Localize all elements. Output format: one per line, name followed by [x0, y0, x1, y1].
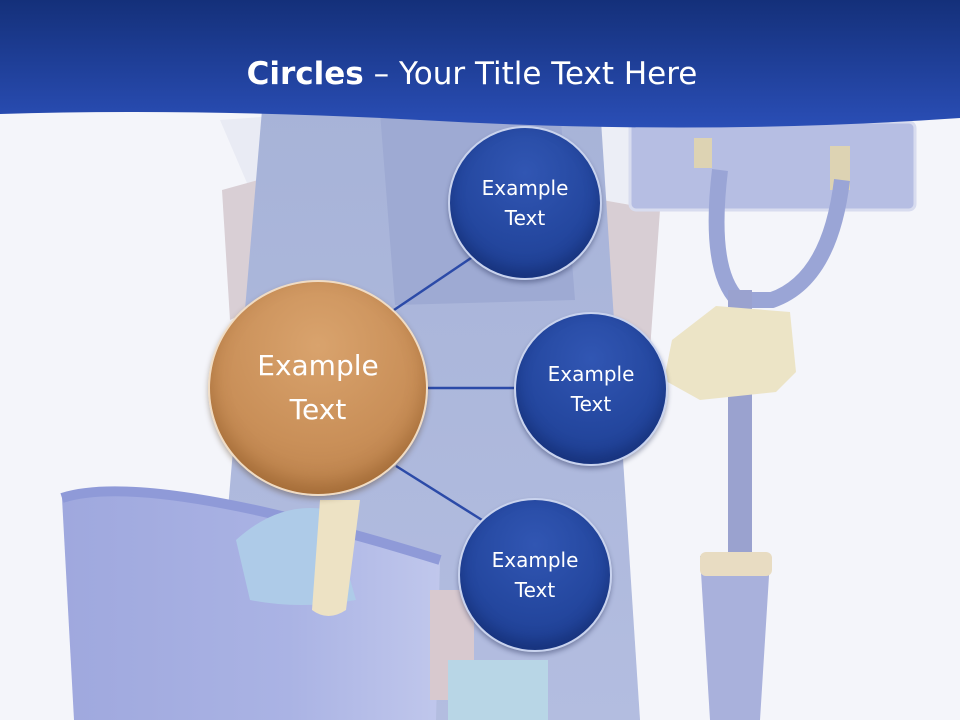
slide-title: Circles – Your Title Text Here: [0, 52, 944, 96]
satellite-circle-bottom: Example Text: [458, 498, 612, 652]
slide-title-rest: – Your Title Text Here: [363, 56, 698, 92]
slide-title-bold: Circles: [246, 56, 364, 92]
satellite-bottom-label: Example Text: [491, 548, 579, 602]
satellite-right-label: Example Text: [547, 362, 635, 416]
satellite-top-label: Example Text: [481, 176, 569, 230]
center-circle-label: Example Text: [257, 349, 379, 426]
connector-line-bottom: [395, 464, 483, 522]
satellite-circle-right: Example Text: [514, 312, 668, 466]
connector-line-top: [393, 254, 475, 312]
center-circle: Example Text: [208, 280, 428, 496]
header-band: [0, 0, 960, 128]
satellite-circle-top: Example Text: [448, 126, 602, 280]
